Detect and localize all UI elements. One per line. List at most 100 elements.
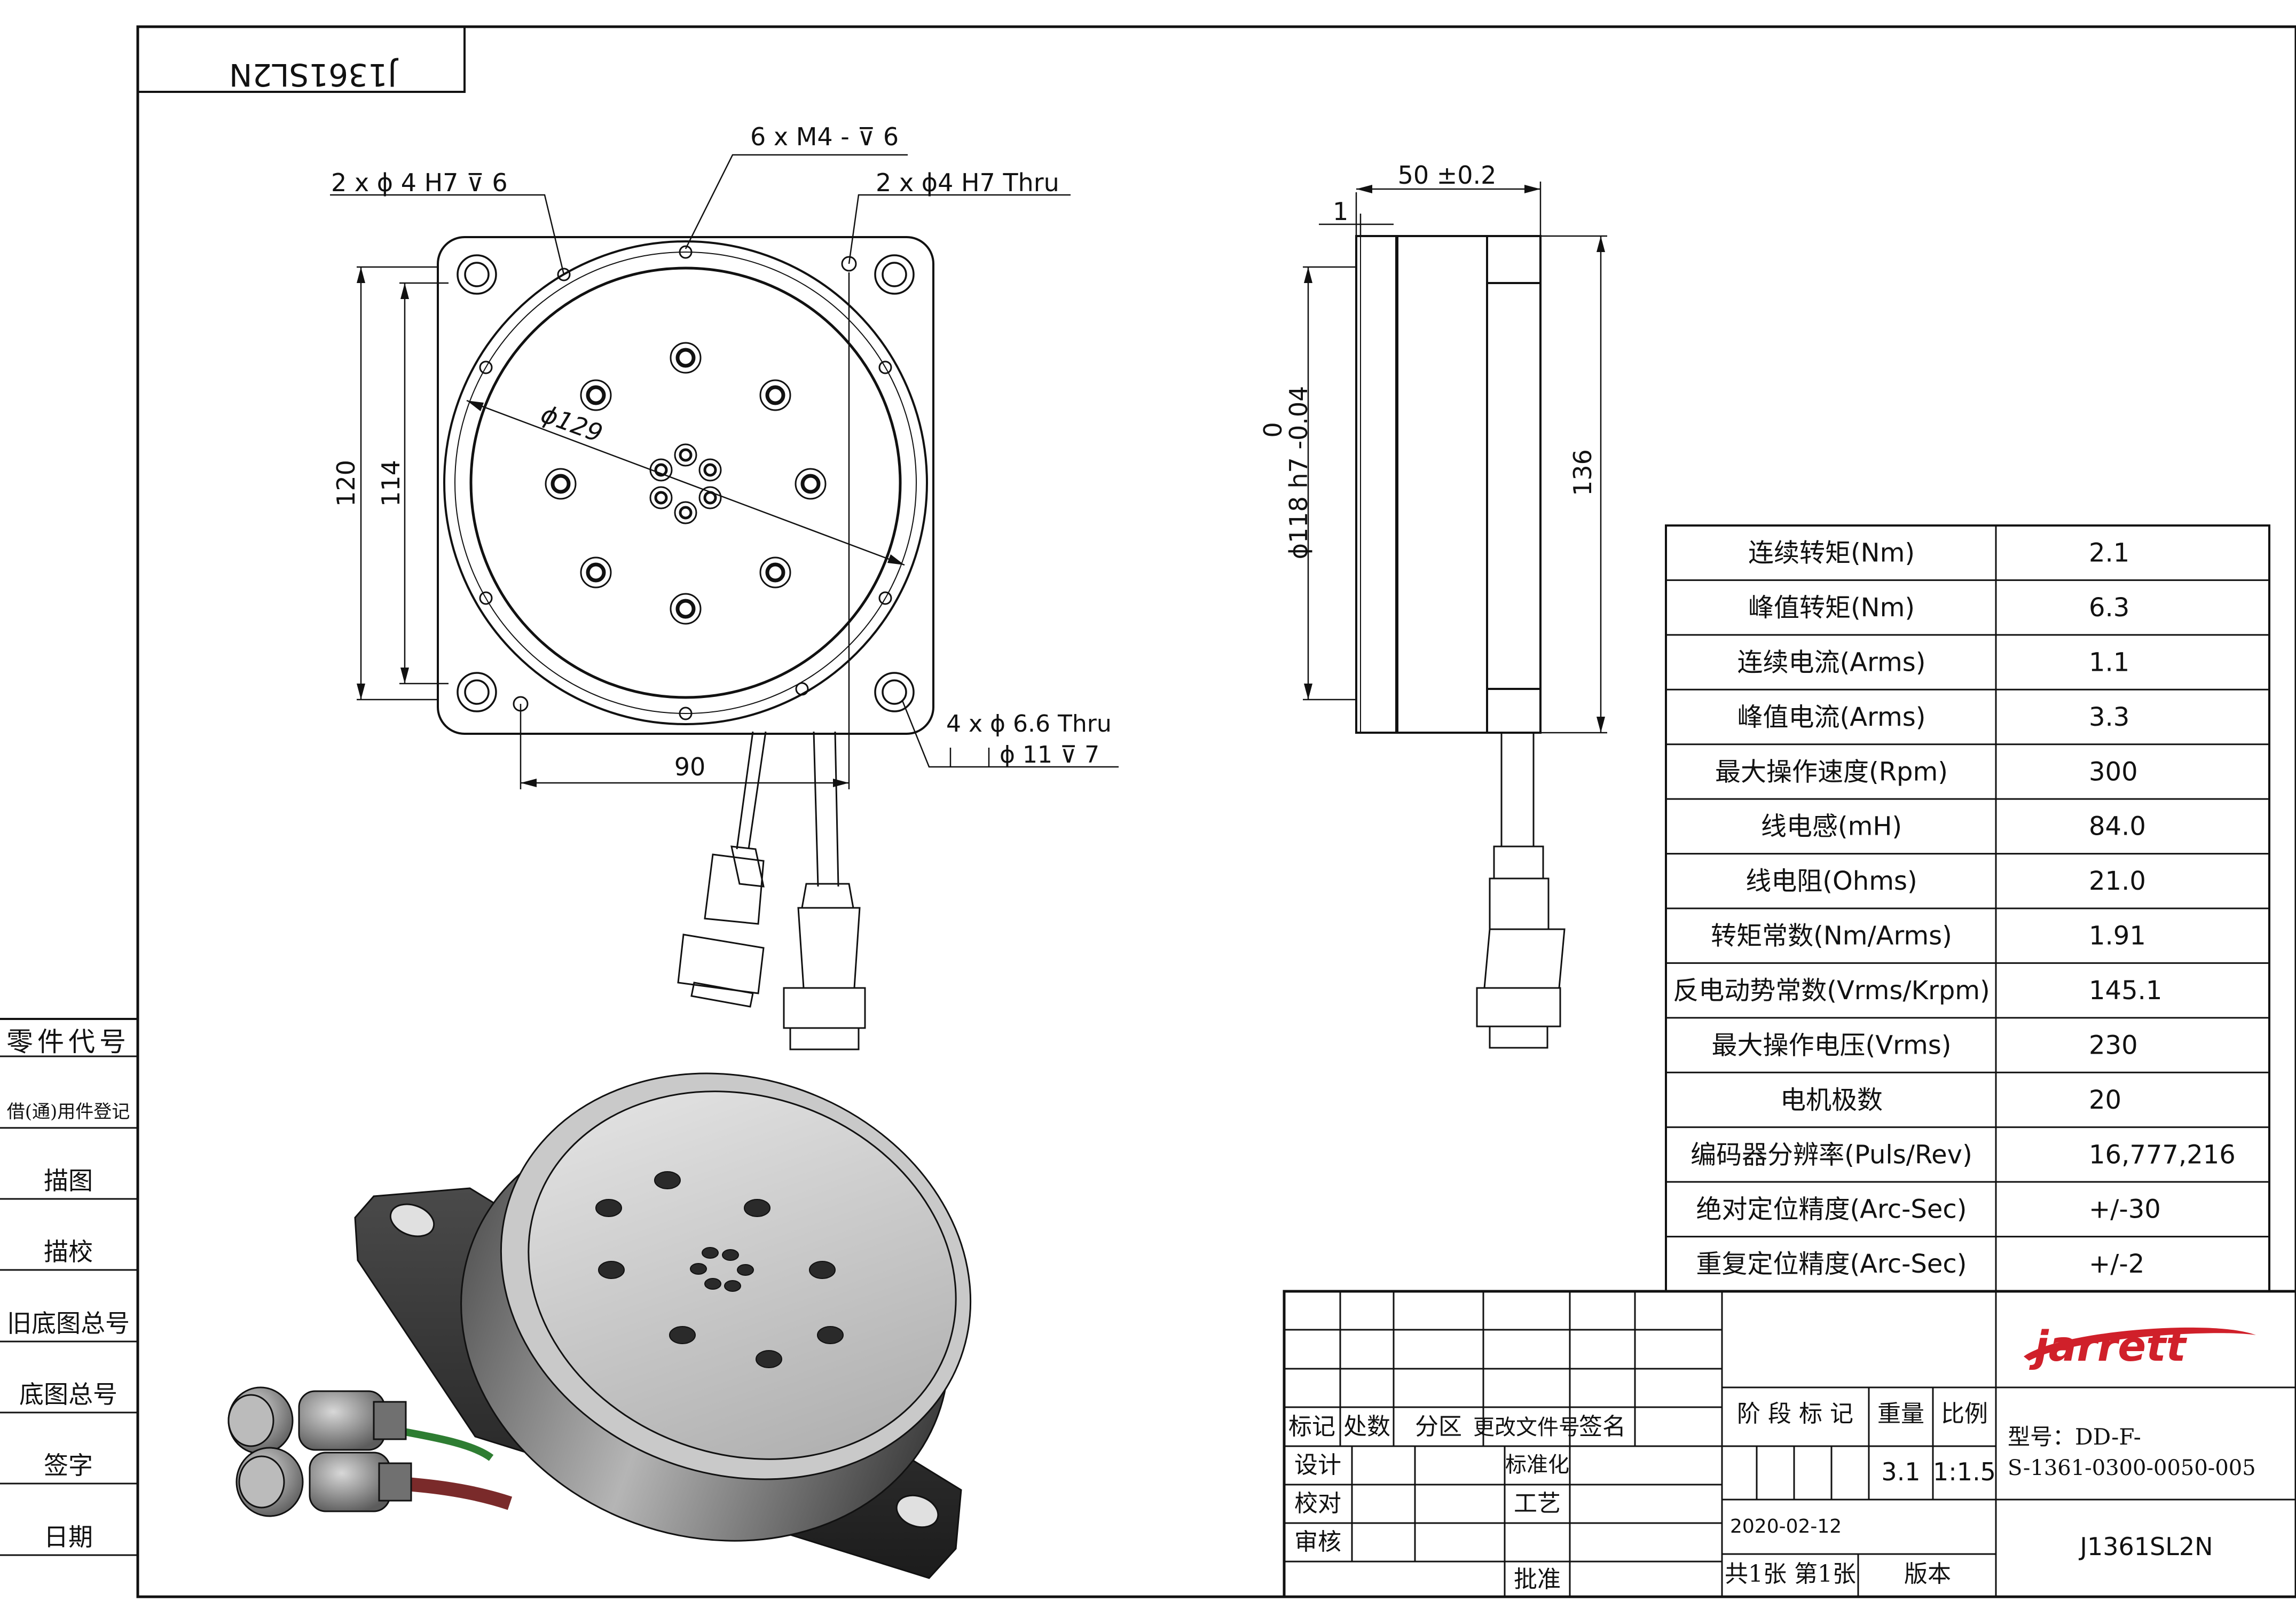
dim-114: 114 — [376, 460, 405, 507]
spec-label: 最大操作速度(Rpm) — [1715, 757, 1948, 787]
label-stage-mark: 阶 段 标 记 — [1737, 1400, 1853, 1427]
rev-header-mark: 标记 — [1288, 1413, 1335, 1440]
rev-header-signature: 签名 — [1579, 1413, 1626, 1440]
spec-value: 3.3 — [2089, 702, 2129, 732]
label-approve: 批准 — [1514, 1566, 1561, 1593]
left-register-column: 零件代号 借(通)用件登记 描图 描校 旧底图总号 底图总号 签字 日期 — [0, 1018, 138, 1556]
label-weight: 重量 — [1877, 1400, 1924, 1427]
spec-value: 1.1 — [2089, 647, 2129, 677]
side-dimensions: 50 ±0.2 1 0 ϕ118 h7 -0.04 136 — [1259, 161, 1607, 734]
spec-value: +/-30 — [2089, 1195, 2161, 1225]
callout-mount-counterbore: ϕ 11 ⊽ 7 — [1000, 741, 1099, 768]
left-label-tracing: 描图 — [44, 1166, 93, 1195]
spec-value: 16,777,216 — [2089, 1140, 2236, 1170]
callout-pin-blind: 2 x ϕ 4 H7 ⊽ 6 — [331, 168, 508, 197]
model-label: 型号：DD-F- — [2008, 1424, 2141, 1450]
callout-m4-threads: 6 x M4 - ⊽ 6 — [750, 122, 899, 151]
spec-value: 21.0 — [2089, 866, 2146, 896]
side-rotor-body — [1395, 235, 1488, 734]
spec-table: 连续转矩(Nm) 2.1 峰值转矩(Nm) 6.3 连续电流(Arms) 1.1 峰值电流(… — [1665, 524, 2270, 1292]
value-weight: 3.1 — [1881, 1457, 1920, 1486]
front-bolt-circle — [454, 252, 917, 714]
label-review: 审核 — [1294, 1528, 1341, 1556]
spec-label: 电机极数 — [1780, 1085, 1883, 1115]
side-shaft-flange — [1355, 235, 1397, 734]
spec-label: 线电阻(Ohms) — [1745, 866, 1917, 896]
left-label-trace-check: 描校 — [44, 1237, 93, 1266]
iso-face-holes — [595, 1171, 844, 1368]
spec-label: 最大操作电压(Vrms) — [1712, 1030, 1952, 1060]
label-design: 设计 — [1294, 1452, 1341, 1479]
side-view — [1355, 235, 1566, 1049]
front-outer-ring — [443, 240, 928, 725]
label-version: 版本 — [1904, 1560, 1951, 1588]
dim-length-50: 50 ±0.2 — [1398, 161, 1497, 190]
side-base-plate — [1486, 235, 1542, 734]
title-block — [1283, 1290, 2296, 1598]
left-label-old-master-no: 旧底图总号 — [7, 1309, 130, 1338]
dim-diameter-arrow — [467, 401, 484, 411]
left-label-date: 日期 — [44, 1523, 93, 1551]
front-view: ϕ129 120 114 90 6 x M4 - ⊽ 6 2 x ϕ 4 H7 … — [330, 122, 1119, 1050]
callout-mount-thru: 4 x ϕ 6.6 Thru — [946, 710, 1112, 738]
drawing-number: J1361SL2N — [2078, 1532, 2213, 1561]
value-scale: 1:1.5 — [1933, 1457, 1996, 1486]
dim-height-136: 136 — [1568, 449, 1597, 496]
spec-label: 峰值转矩(Nm) — [1748, 593, 1915, 623]
left-label-master-no: 底图总号 — [19, 1380, 117, 1409]
dim-diameter-line — [466, 399, 905, 566]
rev-header-zone: 分区 — [1415, 1413, 1462, 1440]
iso-connector-lower — [235, 1447, 412, 1517]
jarrett-logo: jarrett — [2024, 1323, 2256, 1371]
model-number: S-1361-0300-0050-005 — [2008, 1456, 2256, 1480]
logo-wordmark: jarrett — [2029, 1323, 2187, 1371]
dim-shaft-tolerance-upper: 0 — [1259, 422, 1287, 437]
spec-label: 连续转矩(Nm) — [1748, 538, 1915, 568]
face-threaded-holes — [545, 342, 827, 625]
label-scale: 比例 — [1941, 1400, 1988, 1427]
dim-120: 120 — [332, 460, 360, 507]
spec-label: 反电动势常数(Vrms/Krpm) — [1673, 976, 1990, 1006]
front-cables — [677, 731, 866, 1050]
callout-pin-thru: 2 x ϕ4 H7 Thru — [876, 168, 1059, 197]
left-label-signature: 签字 — [44, 1451, 93, 1480]
front-rotor-face — [469, 266, 902, 699]
spec-value: 1.91 — [2089, 921, 2146, 951]
spec-value: 84.0 — [2089, 812, 2146, 842]
iso-connector-upper — [227, 1386, 407, 1455]
spec-value: +/-2 — [2089, 1249, 2144, 1279]
front-base-plate — [437, 236, 934, 735]
sheet-count: 共1张 第1张 — [1725, 1560, 1856, 1588]
label-process: 工艺 — [1514, 1490, 1561, 1517]
spec-label: 线电感(mH) — [1761, 812, 1902, 842]
sheet-border — [136, 25, 2296, 1598]
spec-label: 编码器分辨率(Puls/Rev) — [1690, 1140, 1972, 1170]
spec-value: 20 — [2089, 1085, 2121, 1115]
spec-label: 重复定位精度(Arc-Sec) — [1696, 1249, 1967, 1279]
corner-mount-holes — [457, 254, 915, 712]
spec-label: 绝对定位精度(Arc-Sec) — [1696, 1195, 1967, 1225]
spec-label: 连续电流(Arms) — [1737, 647, 1926, 677]
left-label-borrow-register: 借(通)用件登记 — [7, 1101, 130, 1123]
value-date: 2020-02-12 — [1730, 1516, 1842, 1537]
sheet-code: J1361SL2N — [229, 57, 398, 93]
sheet-code-box — [137, 26, 466, 93]
dim-shaft-diameter: ϕ118 h7 -0.04 — [1284, 386, 1313, 560]
spec-value: 230 — [2089, 1030, 2138, 1060]
spec-value: 6.3 — [2089, 593, 2129, 623]
dim-90: 90 — [674, 752, 706, 781]
spec-label: 转矩常数(Nm/Arms) — [1711, 921, 1952, 951]
dim-1: 1 — [1333, 197, 1348, 226]
title-block-text: 标记 处数 分区 更改文件号 签名 设计 校对 审核 标准化 工艺 批准 阶 段… — [1288, 1323, 2256, 1593]
rev-header-change-doc: 更改文件号 — [1473, 1415, 1580, 1440]
isometric-view — [227, 1072, 972, 1579]
left-label-part-code: 零件代号 — [6, 1026, 130, 1057]
rim-small-holes — [479, 245, 892, 720]
label-check: 校对 — [1294, 1490, 1341, 1517]
label-standardization: 标准化 — [1505, 1453, 1569, 1477]
spec-value: 2.1 — [2089, 538, 2129, 568]
spec-label: 峰值电流(Arms) — [1737, 702, 1926, 732]
dim-diameter-arrow — [887, 554, 905, 565]
center-hole-pattern — [649, 443, 722, 524]
